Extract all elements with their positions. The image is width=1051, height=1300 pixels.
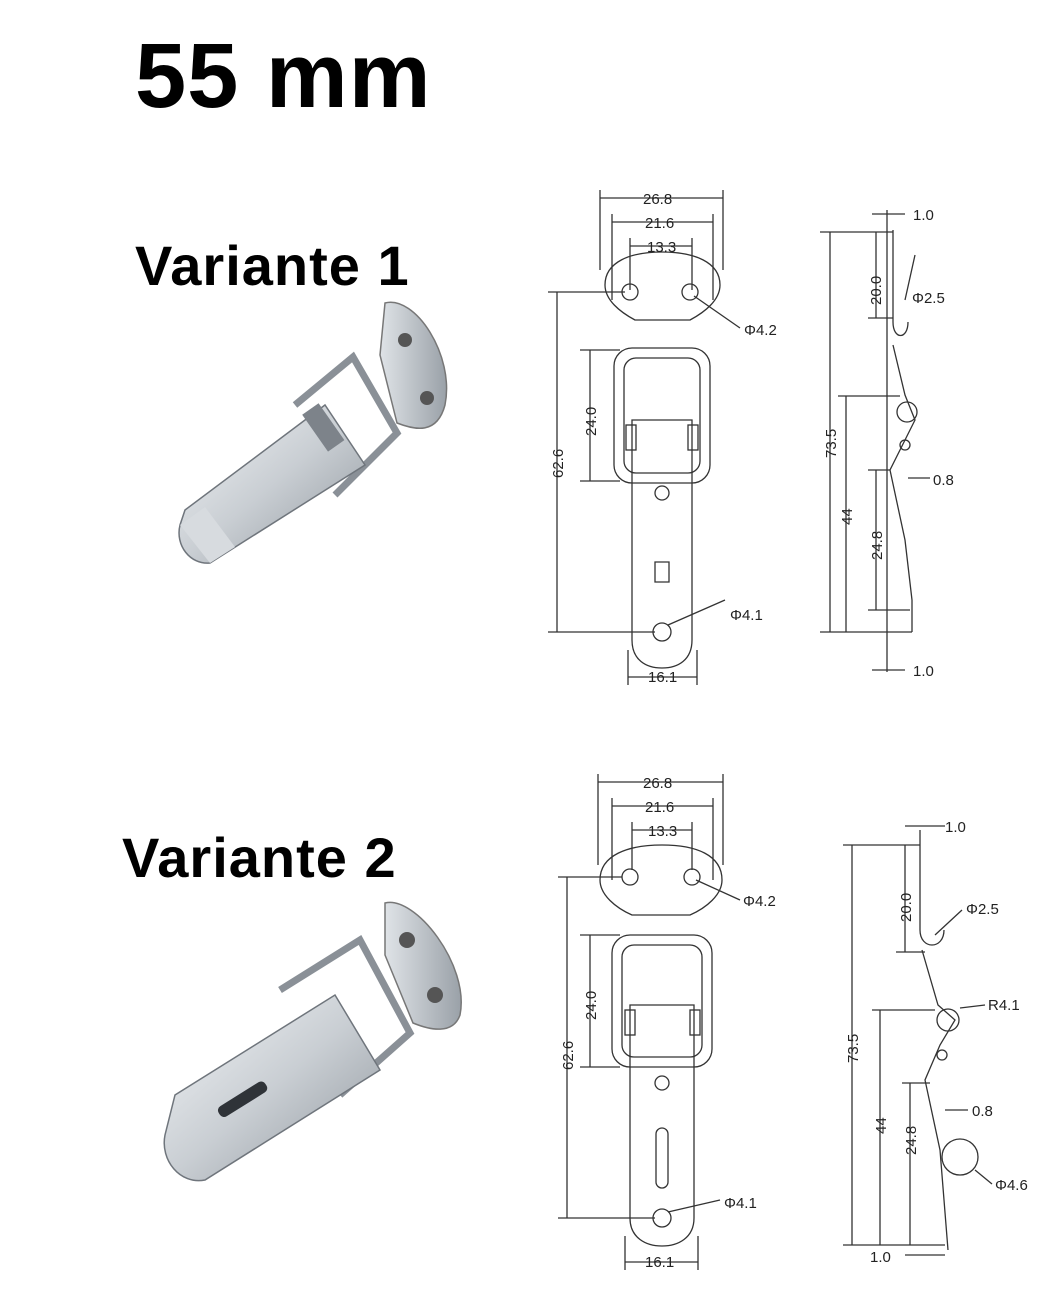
dim-20-0: 20.0: [868, 276, 885, 305]
dim-24-8: 24.8: [903, 1126, 920, 1155]
dim-thickness-bottom: 1.0: [913, 663, 934, 680]
dim-26-8: 26.8: [643, 775, 672, 792]
dim-hole-4-2: Φ4.2: [744, 322, 777, 339]
dim-62-6: 62.6: [560, 1041, 577, 1070]
variant-2-dimension-labels: 26.8 21.6 13.3 Φ4.2 62.6 24.0 Φ4.1 16.1 …: [560, 775, 1028, 1271]
variant-1-front-view: [548, 190, 741, 685]
dim-hole-4-1: Φ4.1: [724, 1195, 757, 1212]
product-size-title: 55 mm: [135, 25, 432, 127]
dim-62-6: 62.6: [550, 449, 567, 478]
dim-20-0: 20.0: [898, 893, 915, 922]
dim-hole-4-2: Φ4.2: [743, 893, 776, 910]
dim-16-1: 16.1: [648, 669, 677, 686]
dim-hole-2-5: Φ2.5: [966, 901, 999, 918]
dim-thickness-top: 1.0: [945, 819, 966, 836]
dim-thickness-top: 1.0: [913, 207, 934, 224]
dim-16-1: 16.1: [645, 1254, 674, 1271]
dim-hole-4-6: Φ4.6: [995, 1177, 1028, 1194]
dim-73-5: 73.5: [823, 429, 840, 458]
dim-thickness-bottom: 1.0: [870, 1249, 891, 1266]
variant-2-latch-photo: [163, 901, 462, 1182]
dim-21-6: 21.6: [645, 799, 674, 816]
dim-21-6: 21.6: [645, 215, 674, 232]
variant-1-dimension-labels: 26.8 21.6 13.3 Φ4.2 62.6 24.0 Φ4.1 16.1 …: [550, 191, 954, 686]
dim-44: 44: [839, 508, 856, 525]
variant-2-title: Variante 2: [122, 826, 397, 889]
variant-1-side-view: [820, 210, 930, 672]
variant-1-title: Variante 1: [135, 234, 410, 297]
variant-1-latch-photo: [178, 301, 448, 564]
dim-0-8: 0.8: [933, 472, 954, 489]
dim-24-0: 24.0: [583, 407, 600, 436]
dim-13-3: 13.3: [647, 239, 676, 256]
dim-radius-4-1: R4.1: [988, 997, 1020, 1014]
dim-24-0: 24.0: [583, 991, 600, 1020]
dim-hole-2-5: Φ2.5: [912, 290, 945, 307]
dim-73-5: 73.5: [845, 1034, 862, 1063]
dim-24-8: 24.8: [869, 531, 886, 560]
variant-2-front-view: [558, 774, 741, 1270]
dim-13-3: 13.3: [648, 823, 677, 840]
dim-0-8: 0.8: [972, 1103, 993, 1120]
variant-2-side-view: [843, 825, 993, 1256]
dim-hole-4-1: Φ4.1: [730, 607, 763, 624]
dim-26-8: 26.8: [643, 191, 672, 208]
dim-44: 44: [873, 1117, 890, 1134]
